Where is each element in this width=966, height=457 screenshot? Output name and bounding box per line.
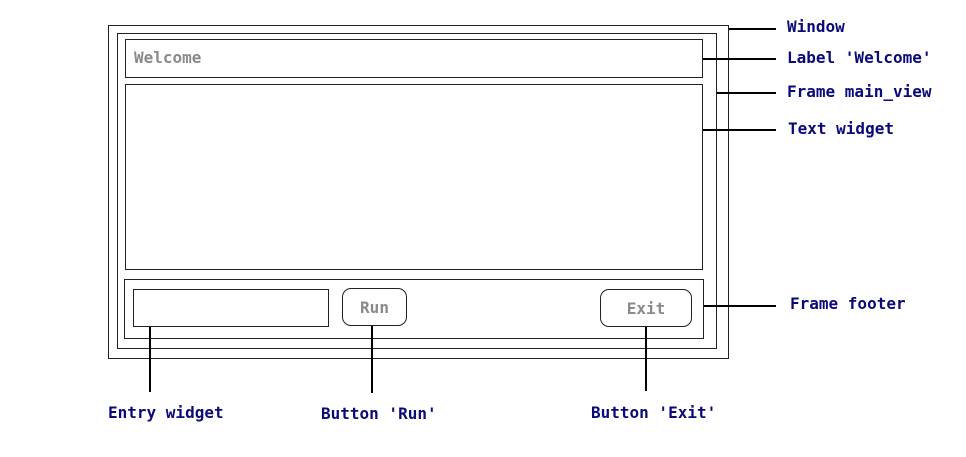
entry-widget[interactable] — [133, 289, 329, 327]
callout-button-run: Button 'Run' — [321, 404, 437, 423]
exit-button[interactable]: Exit — [600, 289, 692, 327]
callout-label-welcome: Label 'Welcome' — [787, 48, 932, 67]
callout-window: Window — [787, 17, 845, 36]
welcome-label-box: Welcome — [125, 39, 703, 78]
callout-button-exit: Button 'Exit' — [591, 403, 717, 422]
frame-main-view — [117, 33, 717, 349]
callout-entry-widget: Entry widget — [108, 403, 224, 422]
callout-text-widget: Text widget — [788, 119, 894, 138]
callout-frame-main-view: Frame main_view — [787, 82, 932, 101]
text-widget[interactable] — [125, 84, 703, 270]
run-button[interactable]: Run — [342, 288, 407, 326]
welcome-label-text: Welcome — [134, 48, 202, 67]
callout-frame-footer: Frame footer — [790, 294, 906, 313]
